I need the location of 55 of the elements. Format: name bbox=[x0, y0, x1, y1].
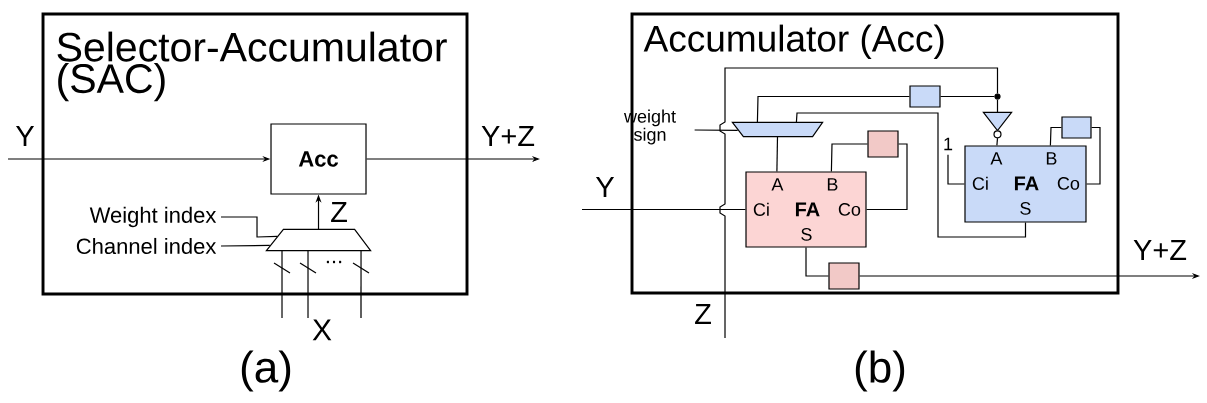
register-box bbox=[867, 130, 899, 158]
port-label: B bbox=[827, 178, 838, 191]
port-label: B bbox=[1046, 152, 1057, 165]
wire bbox=[281, 250, 283, 319]
port-label: S bbox=[801, 228, 812, 241]
register-box bbox=[1061, 116, 1092, 139]
input-label: 1 bbox=[944, 137, 953, 151]
wire bbox=[220, 244, 271, 247]
full-adder-box bbox=[964, 145, 1087, 223]
wire bbox=[996, 99, 999, 113]
signal-label: Y+Z bbox=[1133, 240, 1187, 260]
wire bbox=[776, 136, 779, 172]
block-label: FA bbox=[1014, 176, 1039, 191]
wire bbox=[694, 129, 739, 131]
register-box bbox=[909, 85, 941, 108]
wire bbox=[996, 137, 999, 146]
port-label: Ci bbox=[972, 176, 988, 190]
wire bbox=[940, 95, 995, 98]
port-label: S bbox=[1020, 202, 1031, 215]
wire bbox=[220, 216, 278, 238]
port-label: A bbox=[990, 152, 1003, 165]
input-label: X bbox=[312, 319, 332, 341]
panel-label: (a) bbox=[241, 350, 291, 392]
input-label: Channel index bbox=[76, 237, 217, 255]
port-label: Ci bbox=[753, 202, 769, 216]
port-label: Co bbox=[838, 203, 861, 216]
wire bbox=[307, 250, 309, 319]
wire bbox=[1086, 126, 1101, 185]
wire bbox=[947, 154, 965, 185]
ellipsis: ... bbox=[326, 260, 342, 264]
wire bbox=[830, 143, 868, 172]
accumulator-box: Acc bbox=[270, 123, 367, 195]
wire bbox=[1049, 126, 1062, 146]
block-label: FA bbox=[795, 202, 820, 217]
signal-label: Z bbox=[695, 304, 711, 324]
signal-label: Y+Z bbox=[481, 126, 535, 146]
register-box bbox=[828, 262, 860, 290]
full-adder-box bbox=[745, 171, 867, 248]
signal-label: Y bbox=[16, 126, 35, 146]
multiplexer bbox=[265, 228, 372, 252]
wire bbox=[581, 208, 746, 211]
wire bbox=[360, 250, 362, 319]
wire bbox=[719, 67, 999, 339]
wire bbox=[795, 112, 1027, 238]
signal-label: Z bbox=[331, 202, 347, 222]
wire bbox=[866, 143, 908, 211]
port-label: Co bbox=[1057, 177, 1080, 190]
signal-label: Y bbox=[595, 177, 615, 197]
wire bbox=[805, 247, 829, 277]
wire bbox=[756, 95, 910, 123]
port-label: A bbox=[771, 178, 784, 191]
multiplexer bbox=[731, 121, 824, 138]
inverter bbox=[982, 111, 1013, 139]
input-label: Weight index bbox=[89, 206, 217, 228]
panel-label: (b) bbox=[855, 350, 905, 392]
